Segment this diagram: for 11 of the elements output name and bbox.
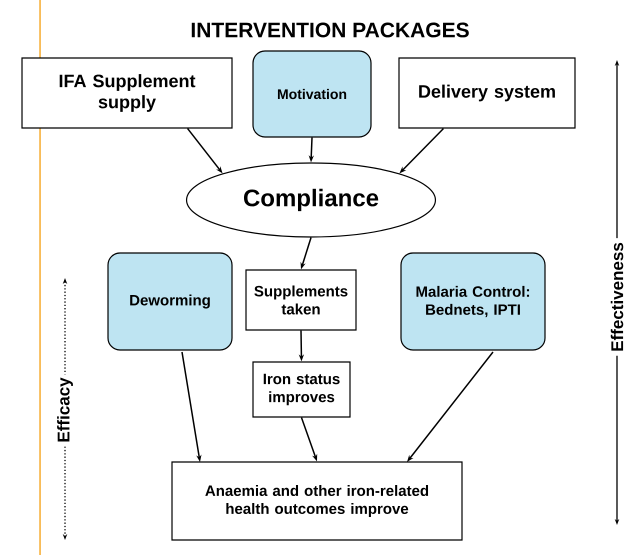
rounded-box: Deworming bbox=[107, 252, 233, 351]
rounded-box: Malaria Control: Bednets, IPTI bbox=[400, 252, 546, 351]
process-box: Iron status improves bbox=[252, 361, 351, 418]
process-box: IFA Supplement supply bbox=[21, 57, 233, 129]
process-box: Supplements taken bbox=[245, 269, 357, 331]
side-label: Effectiveness bbox=[606, 238, 628, 356]
title: INTERVENTION PACKAGES bbox=[192, 22, 469, 38]
side-label: Efficacy bbox=[54, 374, 76, 446]
process-box: Delivery system bbox=[398, 57, 576, 129]
process-box: Anaemia and other iron-related health outcomes improve bbox=[171, 461, 463, 541]
rounded-box: Motivation bbox=[252, 50, 372, 138]
